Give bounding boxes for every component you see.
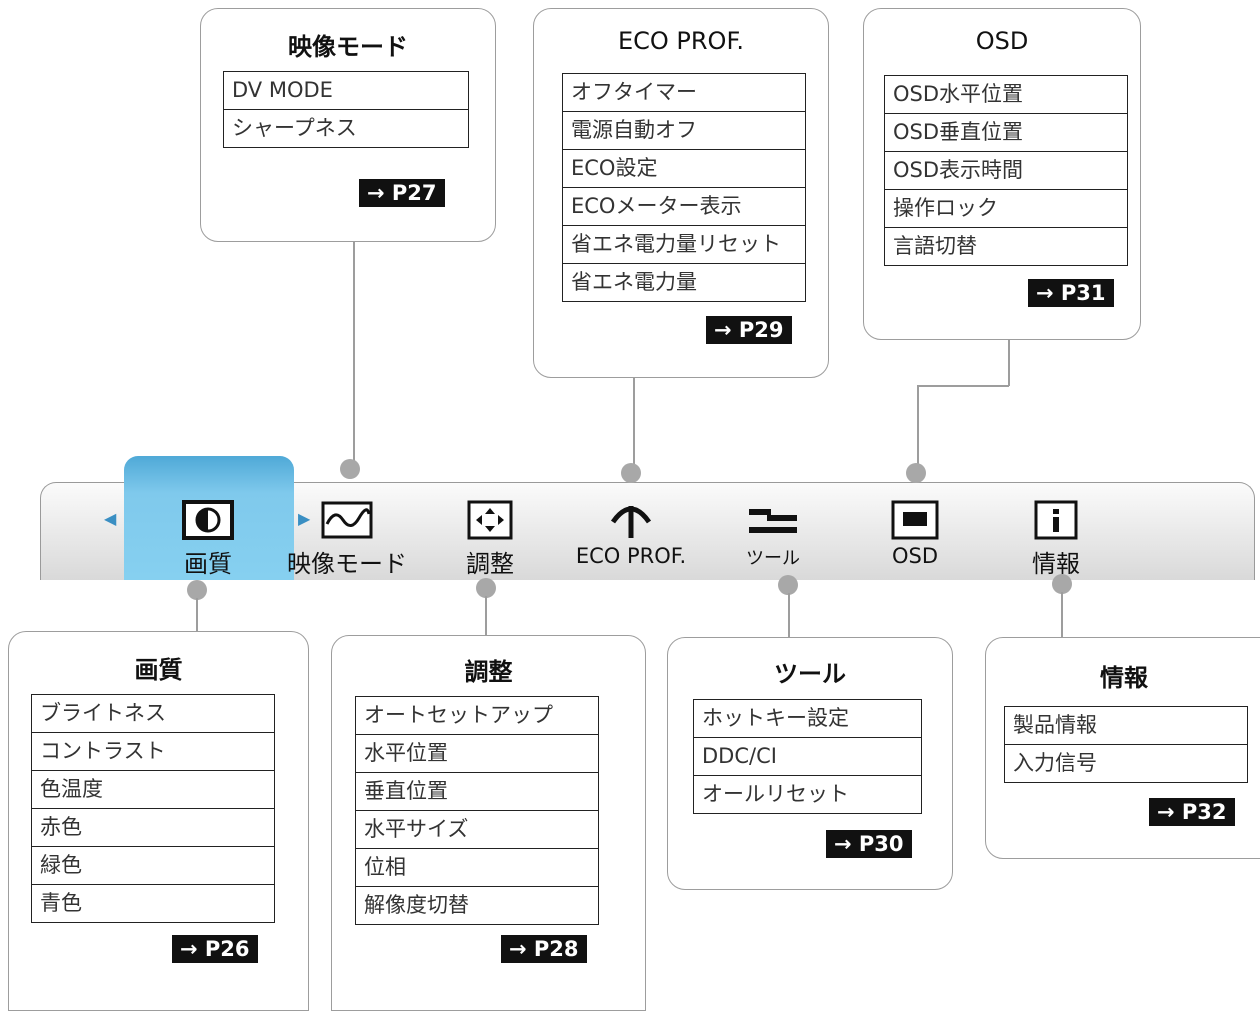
page-ref-badge: → P30 <box>826 830 912 858</box>
list-item: オールリセット <box>694 776 921 814</box>
list-item: DV MODE <box>224 72 468 110</box>
list-item: 電源自動オフ <box>563 112 805 150</box>
tab-label: 画質 <box>184 550 232 578</box>
item-list: ホットキー設定 DDC/CI オールリセット <box>693 699 922 814</box>
page-ref-badge: → P31 <box>1028 279 1114 307</box>
eco-arrow-icon <box>605 500 657 540</box>
card-title: 画質 <box>134 656 183 684</box>
item-list: オフタイマー 電源自動オフ ECO設定 ECOメーター表示 省エネ電力量リセット… <box>562 73 806 302</box>
connector-line <box>196 598 198 632</box>
page-ref-badge: → P26 <box>172 935 258 963</box>
list-item: 色温度 <box>32 771 274 809</box>
left-arrow-icon[interactable]: ◀ <box>104 509 117 528</box>
list-item: ホットキー設定 <box>694 700 921 738</box>
connector-line <box>788 593 790 638</box>
card-eco: ECO PROF. オフタイマー 電源自動オフ ECO設定 ECOメーター表示 … <box>533 8 829 378</box>
item-list: OSD水平位置 OSD垂直位置 OSD表示時間 操作ロック 言語切替 <box>884 75 1128 266</box>
wave-icon <box>321 500 373 540</box>
page-ref-badge: → P29 <box>706 316 792 344</box>
tab-adjust[interactable]: 調整 <box>415 500 565 579</box>
page-ref-badge: → P27 <box>359 179 445 207</box>
connector-line <box>633 378 635 466</box>
tab-eco[interactable]: ECO PROF. <box>556 500 706 568</box>
list-item: 赤色 <box>32 809 274 847</box>
connector-dot <box>340 459 360 479</box>
move-arrows-icon <box>464 500 516 540</box>
list-item: 言語切替 <box>885 228 1127 266</box>
card-tools: ツール ホットキー設定 DDC/CI オールリセット → P30 <box>667 637 953 890</box>
list-item: OSD表示時間 <box>885 152 1127 190</box>
tab-info[interactable]: 情報 <box>981 500 1131 579</box>
tab-label: 調整 <box>466 550 514 578</box>
list-item: コントラスト <box>32 733 274 771</box>
list-item: 水平位置 <box>356 735 598 773</box>
list-item: 入力信号 <box>1005 745 1247 783</box>
list-item: DDC/CI <box>694 738 921 776</box>
item-list: オートセットアップ 水平位置 垂直位置 水平サイズ 位相 解像度切替 <box>355 696 599 925</box>
page-ref-badge: → P32 <box>1149 798 1235 826</box>
tab-tools[interactable]: ツール <box>698 500 848 570</box>
connector-dot <box>621 463 641 483</box>
list-item: 省エネ電力量 <box>563 264 805 302</box>
list-item: 解像度切替 <box>356 887 598 925</box>
list-item: ECOメーター表示 <box>563 188 805 226</box>
connector-dot <box>187 580 207 600</box>
card-title: 調整 <box>464 658 513 686</box>
card-eizo-mode: 映像モード DV MODE シャープネス → P27 <box>200 8 496 242</box>
info-icon <box>1030 500 1082 540</box>
connector-line <box>917 385 919 465</box>
page-ref-badge: → P28 <box>501 935 587 963</box>
connector-line <box>1061 592 1063 638</box>
card-osd: OSD OSD水平位置 OSD垂直位置 OSD表示時間 操作ロック 言語切替 →… <box>863 8 1141 340</box>
connector-dot <box>476 578 496 598</box>
list-item: シャープネス <box>224 110 468 148</box>
list-item: 水平サイズ <box>356 811 598 849</box>
card-title: ツール <box>774 660 846 688</box>
tab-label: ツール <box>746 548 800 569</box>
connector-line <box>485 596 487 636</box>
card-adjust: 調整 オートセットアップ 水平位置 垂直位置 水平サイズ 位相 解像度切替 → … <box>331 635 646 1011</box>
tab-label: 映像モード <box>287 550 407 578</box>
tab-label: 情報 <box>1032 550 1080 578</box>
list-item: 緑色 <box>32 847 274 885</box>
list-item: オフタイマー <box>563 74 805 112</box>
tab-picture[interactable]: 画質 <box>133 500 283 579</box>
card-title: 情報 <box>1100 664 1148 692</box>
list-item: 青色 <box>32 885 274 923</box>
connector-line <box>1008 340 1010 386</box>
contrast-circle-icon <box>182 500 234 540</box>
tab-label: ECO PROF. <box>575 544 687 568</box>
connector-dot <box>778 575 798 595</box>
item-list: ブライトネス コントラスト 色温度 赤色 緑色 青色 <box>31 694 275 923</box>
list-item: ECO設定 <box>563 150 805 188</box>
list-item: OSD垂直位置 <box>885 114 1127 152</box>
tab-label: OSD <box>891 544 939 568</box>
list-item: 位相 <box>356 849 598 887</box>
connector-line <box>353 242 355 464</box>
connector-line <box>917 385 1009 387</box>
list-item: ブライトネス <box>32 695 274 733</box>
osd-window-icon <box>889 500 941 540</box>
list-item: 操作ロック <box>885 190 1127 228</box>
tab-eizo-mode[interactable]: 映像モード <box>272 500 422 579</box>
right-arrow-icon[interactable]: ▶ <box>298 509 311 528</box>
list-item: 製品情報 <box>1005 707 1247 745</box>
card-info: 情報 製品情報 入力信号 → P32 <box>985 637 1260 859</box>
item-list: 製品情報 入力信号 <box>1004 706 1248 783</box>
card-picture: 画質 ブライトネス コントラスト 色温度 赤色 緑色 青色 → P26 <box>8 631 309 1011</box>
list-item: 省エネ電力量リセット <box>563 226 805 264</box>
list-item: オートセットアップ <box>356 697 598 735</box>
card-title: ECO PROF. <box>617 27 745 55</box>
tab-osd[interactable]: OSD <box>840 500 990 568</box>
list-item: 垂直位置 <box>356 773 598 811</box>
connector-dot <box>906 463 926 483</box>
list-item: OSD水平位置 <box>885 76 1127 114</box>
item-list: DV MODE シャープネス <box>223 71 469 148</box>
tool-sliders-icon <box>747 500 799 540</box>
card-title: OSD <box>975 27 1029 55</box>
card-title: 映像モード <box>288 33 408 61</box>
connector-dot <box>1052 574 1072 594</box>
